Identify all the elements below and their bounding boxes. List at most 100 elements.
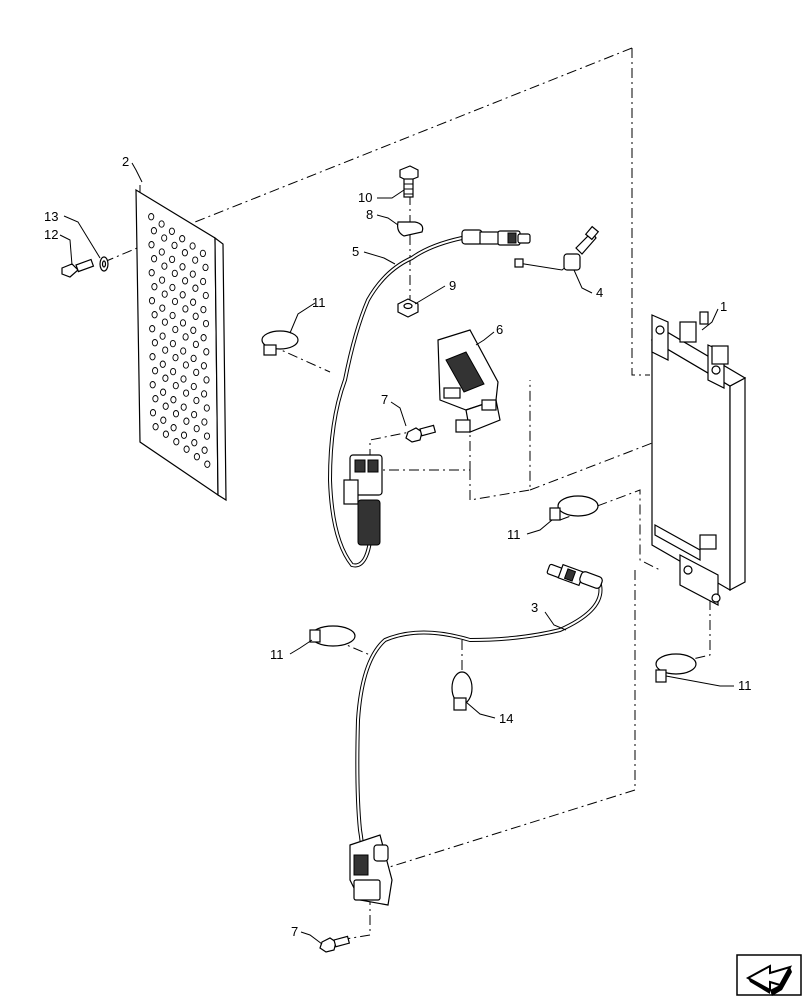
- perforation-hole: [203, 404, 210, 412]
- perforation-hole: [152, 395, 159, 403]
- callout-5: 5: [352, 244, 359, 259]
- module-bolt-upper: [405, 424, 437, 443]
- perforation-hole: [182, 305, 189, 313]
- perforation-hole: [191, 410, 198, 419]
- callout-labels: 1 2 3 4 5 6 7 7 8 9 10 11 11 11 11 12 13…: [44, 154, 752, 939]
- mounting-bracket: [650, 311, 747, 606]
- perforation-hole: [199, 249, 206, 258]
- perforation-hole: [193, 453, 200, 461]
- perforation-hole: [169, 255, 176, 264]
- perforation-hole: [173, 438, 180, 446]
- cable-tie-middle-right: [549, 495, 599, 521]
- perforation-hole: [179, 263, 186, 271]
- perforation-hole: [192, 256, 199, 264]
- callout-11-middle: 11: [507, 527, 521, 542]
- perforation-hole: [151, 283, 158, 291]
- callout-12: 12: [44, 227, 58, 242]
- perforation-hole: [158, 220, 165, 228]
- perforation-hole: [202, 319, 210, 328]
- perforation-hole: [148, 297, 156, 305]
- callout-3: 3: [531, 600, 538, 615]
- perforation-hole: [192, 340, 199, 349]
- perforation-hole: [169, 339, 176, 348]
- perforation-hole: [179, 319, 187, 327]
- perforation-hole: [180, 375, 187, 383]
- perforation-hole: [203, 348, 210, 356]
- perforation-hole: [181, 249, 188, 257]
- perforation-hole: [200, 277, 207, 286]
- perforation-hole: [159, 332, 166, 340]
- perforation-hole: [182, 277, 189, 285]
- perforation-hole: [148, 213, 155, 221]
- perforation-hole: [149, 409, 157, 417]
- perforation-hole: [180, 347, 187, 355]
- perforation-hole: [171, 241, 178, 250]
- perforated-cover-panel: [135, 185, 227, 502]
- flange-nut: [397, 298, 419, 318]
- perforation-hole: [190, 354, 197, 363]
- perforation-hole: [169, 311, 176, 320]
- perforation-hole: [158, 248, 165, 256]
- perforation-hole: [183, 417, 190, 425]
- perforation-hole: [171, 297, 179, 306]
- perforation-hole: [151, 255, 158, 263]
- next-page-arrow-icon[interactable]: [736, 954, 802, 996]
- perforation-hole: [161, 318, 168, 326]
- perforation-hole: [172, 381, 179, 390]
- perforation-hole: [202, 291, 209, 300]
- perforation-hole: [149, 353, 156, 361]
- cable-tie-lower-left: [309, 625, 356, 647]
- perforation-hole: [170, 367, 177, 376]
- perforation-hole: [204, 460, 211, 468]
- perforation-hole: [159, 360, 166, 368]
- callout-14: 14: [499, 711, 513, 726]
- callout-8: 8: [366, 207, 373, 222]
- perforation-hole: [203, 432, 211, 440]
- cable-tie-upper-left: [261, 330, 299, 356]
- perforation-hole: [179, 235, 186, 243]
- callout-4: 4: [596, 285, 603, 300]
- perforation-hole: [191, 439, 198, 447]
- perforation-hole: [201, 446, 208, 454]
- perforation-hole: [201, 390, 208, 398]
- perforation-hole: [151, 311, 158, 319]
- perforation-hole: [159, 304, 166, 312]
- perforation-hole: [150, 227, 157, 235]
- perforation-hole: [149, 325, 156, 333]
- perforation-hole: [183, 389, 190, 397]
- perforation-hole: [162, 346, 169, 354]
- perforation-hole: [193, 368, 200, 377]
- perforation-hole: [192, 312, 199, 320]
- perforation-hole: [172, 353, 179, 362]
- perforation-hole: [190, 298, 197, 306]
- temperature-sensor: [514, 225, 600, 271]
- top-bolt: [399, 165, 419, 198]
- bolt-and-washer: [61, 256, 109, 278]
- perforation-hole: [193, 396, 200, 405]
- perforation-hole: [190, 382, 197, 391]
- perforation-hole: [200, 305, 207, 314]
- perforation-hole: [160, 388, 167, 396]
- perforation-hole: [151, 339, 158, 347]
- perforation-hole: [162, 374, 169, 382]
- perforation-hole: [193, 424, 200, 433]
- leader-lines: [59, 162, 734, 945]
- callout-10: 10: [358, 190, 372, 205]
- perforation-hole: [148, 269, 155, 277]
- callout-13: 13: [44, 209, 58, 224]
- perforation-hole: [170, 396, 177, 404]
- perforation-hole: [152, 367, 159, 375]
- harness-5: [327, 229, 531, 568]
- perforation-hole: [179, 291, 186, 299]
- module-bolt-lower: [319, 935, 351, 953]
- perforation-hole: [160, 416, 167, 424]
- cable-tie-lower-right: [655, 653, 697, 683]
- perforation-hole: [182, 361, 189, 369]
- assembly-lines: [103, 47, 726, 941]
- perforation-hole: [200, 362, 207, 370]
- perforation-hole: [172, 325, 179, 334]
- perforation-hole: [172, 410, 180, 418]
- callout-2: 2: [122, 154, 129, 169]
- cable-tie-14: [451, 671, 473, 711]
